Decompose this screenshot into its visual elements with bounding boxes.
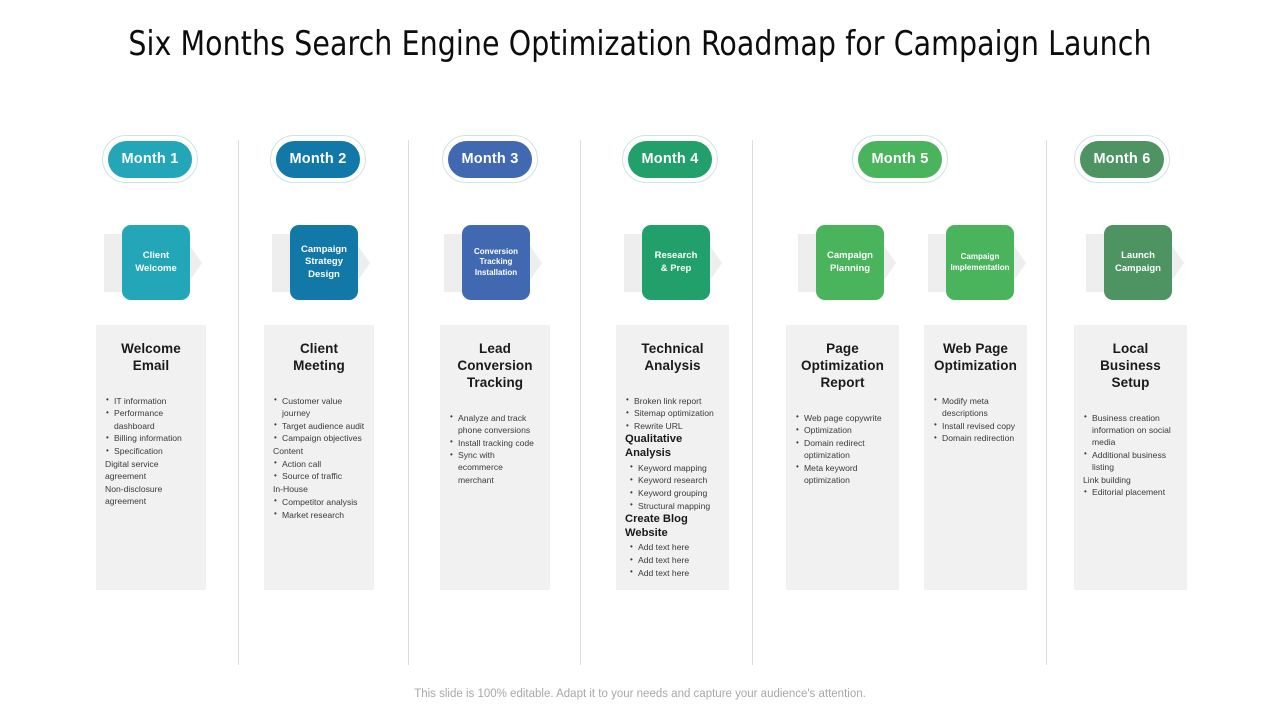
month-badge-label: Month 4 [628, 140, 712, 178]
column-divider [1046, 140, 1047, 665]
detail-list-item: Campaign objectives [273, 432, 365, 444]
detail-panel-list: Business creation information on social … [1083, 411, 1178, 499]
detail-panel: Client MeetingCustomer value journeyTarg… [264, 325, 374, 590]
detail-panel: Lead Conversion TrackingAnalyze and trac… [440, 325, 550, 590]
month-badge-ring: Month 4 [622, 135, 718, 183]
detail-list-item: Competitor analysis [273, 495, 365, 508]
detail-list-item: Optimization [795, 424, 890, 436]
detail-panel-list: IT informationPerformance dashboardBilli… [105, 394, 197, 507]
page-title: Six Months Search Engine Optimization Ro… [128, 24, 1152, 64]
month-badge-6[interactable]: Month 6 [1074, 135, 1170, 183]
detail-list-item: Domain redirect optimization [795, 437, 890, 461]
detail-list-item: Add text here [625, 566, 720, 579]
detail-list-item: Analyze and track phone conversions [449, 411, 541, 436]
detail-list-item: Market research [273, 508, 365, 521]
detail-panel-list: Web page copywriteOptimizationDomain red… [795, 411, 890, 487]
detail-list-item: Add text here [625, 541, 720, 553]
detail-list-item: Domain redirection [933, 432, 1018, 444]
detail-subheading: Create Blog Website [625, 512, 688, 539]
detail-subheading: Qualitative Analysis [625, 433, 683, 460]
detail-panel-heading: Lead Conversion Tracking [457, 341, 533, 390]
detail-panel-list: Broken link reportSitemap optimizationRe… [625, 394, 720, 579]
detail-list-item: Link building [1083, 474, 1131, 485]
month-badge-ring: Month 6 [1074, 135, 1170, 183]
detail-panel-list: Analyze and track phone conversionsInsta… [449, 411, 541, 486]
detail-list-item: Content [273, 446, 304, 457]
month-badge-5[interactable]: Month 5 [852, 135, 948, 183]
detail-list-item: IT information [105, 394, 197, 407]
month-badge-1[interactable]: Month 1 [102, 135, 198, 183]
month-badge-label: Month 5 [858, 140, 942, 178]
detail-panel: Page Optimization ReportWeb page copywri… [786, 325, 899, 590]
column-divider [238, 140, 239, 665]
detail-list-item: Meta keyword optimization [795, 461, 890, 486]
month-badge-4[interactable]: Month 4 [622, 135, 718, 183]
footer-note: This slide is 100% editable. Adapt it to… [414, 688, 866, 700]
month-badge-2[interactable]: Month 2 [270, 135, 366, 183]
detail-list-item: Broken link report [625, 394, 720, 407]
detail-list-item: Non-disclosure agreement [105, 483, 163, 506]
detail-list-item: Structural mapping [625, 499, 720, 512]
detail-list-item: Sync with ecommerce merchant [449, 449, 541, 486]
detail-list-item: Rewrite URL [625, 420, 720, 432]
detail-list-item: In-House [273, 484, 308, 495]
detail-list-item: Add text here [625, 553, 720, 566]
detail-list-item: Billing information [105, 432, 197, 444]
detail-list-item: Business creation information on social … [1083, 411, 1178, 449]
detail-list-item: Modify meta descriptions [933, 394, 1018, 419]
month-badge-ring: Month 3 [442, 135, 538, 183]
detail-panel-heading: Page Optimization Report [801, 341, 884, 390]
month-badge-3[interactable]: Month 3 [442, 135, 538, 183]
detail-panel: Technical AnalysisBroken link reportSite… [616, 325, 729, 590]
detail-list-item: Install revised copy [933, 419, 1018, 432]
month-badge-label: Month 1 [108, 140, 192, 178]
detail-panel-list: Customer value journeyTarget audience au… [273, 394, 365, 521]
month-badge-label: Month 6 [1080, 140, 1164, 178]
detail-list-item: Target audience audit [273, 419, 365, 432]
detail-panel: Local Business SetupBusiness creation in… [1074, 325, 1187, 590]
detail-list-item: Specification [105, 445, 197, 457]
month-badge-ring: Month 2 [270, 135, 366, 183]
detail-panel-heading: Welcome Email [121, 341, 181, 373]
detail-list-item: Editorial placement [1083, 486, 1178, 498]
detail-list-item: Digital service agreement [105, 458, 159, 481]
detail-list-item: Action call [273, 457, 365, 470]
detail-list-item: Install tracking code [449, 436, 541, 449]
month-badge-label: Month 3 [448, 140, 532, 178]
detail-panel-heading: Client Meeting [293, 341, 345, 373]
detail-panel-heading: Local Business Setup [1100, 341, 1161, 390]
month-badge-ring: Month 5 [852, 135, 948, 183]
detail-list-item: Keyword grouping [625, 487, 720, 499]
month-badge-ring: Month 1 [102, 135, 198, 183]
detail-list-item: Keyword research [625, 474, 720, 486]
detail-list-item: Source of traffic [273, 470, 365, 482]
detail-list-item: Customer value journey [273, 394, 365, 419]
column-divider [580, 140, 581, 665]
detail-list-item: Web page copywrite [795, 411, 890, 424]
detail-list-item: Performance dashboard [105, 407, 197, 431]
detail-panel-heading: Web Page Optimization [934, 341, 1017, 373]
column-divider [752, 140, 753, 665]
process-step-label: Research& Prep [642, 225, 710, 300]
detail-panel: Web Page OptimizationModify meta descrip… [924, 325, 1027, 590]
detail-list-item: Additional business listing [1083, 448, 1178, 473]
column-divider [408, 140, 409, 665]
month-badge-label: Month 2 [276, 140, 360, 178]
detail-list-item: Sitemap optimization [625, 407, 720, 419]
detail-panel: Welcome Email IT informationPerformance d… [96, 325, 206, 590]
detail-panel-heading: Technical Analysis [641, 341, 704, 373]
detail-panel-list: Modify meta descriptionsInstall revised … [933, 394, 1018, 445]
detail-list-item: Keyword mapping [625, 461, 720, 474]
